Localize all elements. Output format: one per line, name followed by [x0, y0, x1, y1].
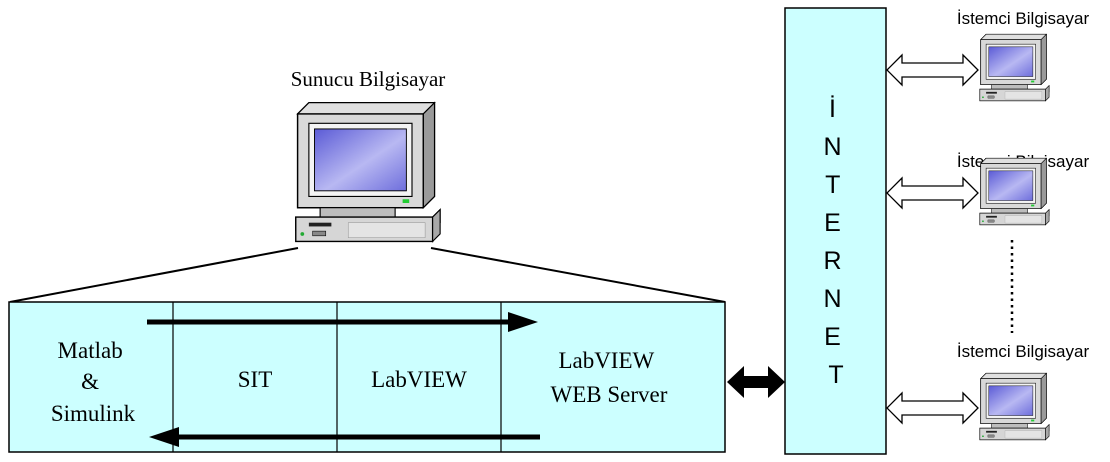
internet-letter: T — [825, 171, 840, 199]
internet-letter: N — [823, 133, 841, 161]
pipeline-box-line: LabVIEW — [558, 348, 654, 373]
labview-box: LabVIEW — [371, 367, 467, 392]
server-internet-double-arrow — [727, 366, 785, 398]
client-computer-icon — [979, 33, 1050, 102]
internet-letter: T — [828, 361, 843, 389]
internet-letter: E — [824, 323, 841, 351]
sit-box: SIT — [238, 367, 273, 392]
client-link-arrow — [886, 391, 979, 425]
pipeline-box-line: Simulink — [51, 401, 136, 426]
client-link-arrow — [886, 53, 979, 87]
backward-flow-arrow — [149, 427, 540, 447]
forward-flow-arrow — [147, 312, 538, 332]
pipeline-box-line: Matlab — [58, 338, 123, 363]
labview-web-server-box: LabVIEW WEB Server — [551, 348, 668, 407]
internet-letter: R — [823, 247, 841, 275]
matlab-simulink-box: Matlab & Simulink — [51, 338, 136, 426]
pipeline-panel-bg — [8, 301, 726, 453]
server-computer-icon — [294, 101, 441, 243]
client-label: İstemci Bilgisayar — [957, 9, 1090, 28]
internet-column — [784, 7, 887, 455]
server-label: Sunucu Bilgisayar — [291, 67, 446, 91]
pipeline-box-line: WEB Server — [551, 382, 668, 407]
projection-line-right — [430, 247, 726, 303]
client-computer-icon — [979, 372, 1050, 441]
internet-letter: N — [823, 285, 841, 313]
internet-letter: E — [824, 209, 841, 237]
client-link-arrow — [886, 176, 979, 210]
internet-label: İ N T E R N E T — [823, 94, 848, 389]
pipeline-panel: Matlab & Simulink SIT LabVIEW LabVIEW WE… — [8, 301, 726, 453]
client-computer-icon — [979, 157, 1050, 226]
projection-line-left — [9, 247, 299, 303]
internet-letter: İ — [829, 94, 836, 123]
pipeline-box-line: & — [81, 369, 99, 394]
client-label: İstemci Bilgisayar — [957, 342, 1090, 361]
